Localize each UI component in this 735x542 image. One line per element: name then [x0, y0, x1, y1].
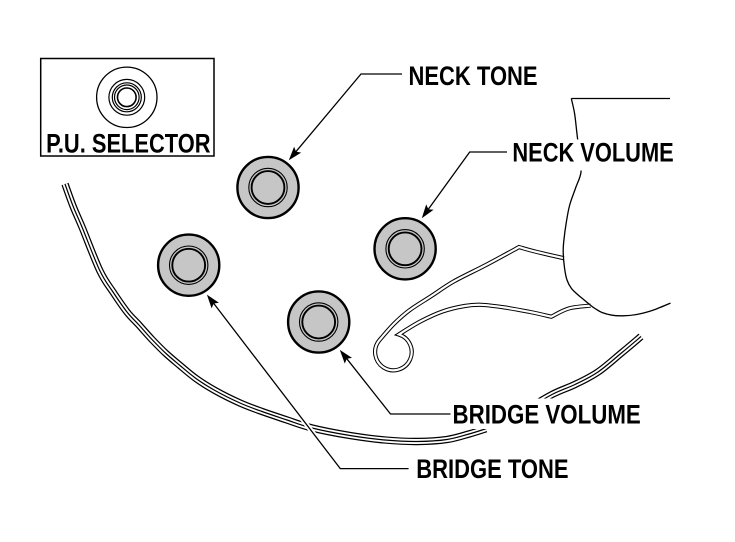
svg-text:P.U. SELECTOR: P.U. SELECTOR: [46, 128, 210, 158]
svg-text:BRIDGE TONE: BRIDGE TONE: [416, 454, 568, 484]
svg-text:BRIDGE VOLUME: BRIDGE VOLUME: [453, 400, 641, 430]
svg-text:NECK VOLUME: NECK VOLUME: [512, 138, 673, 168]
svg-text:NECK TONE: NECK TONE: [409, 61, 538, 91]
